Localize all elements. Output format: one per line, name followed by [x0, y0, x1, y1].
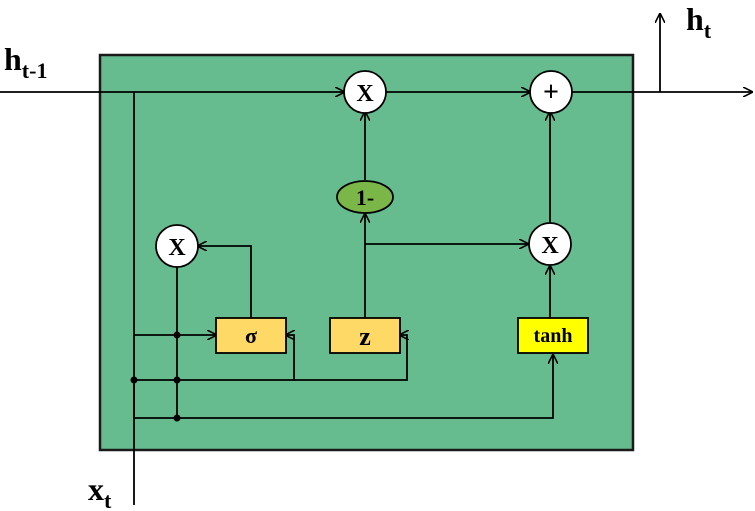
junction-dot [173, 331, 181, 339]
op-one-minus: 1- [336, 180, 394, 214]
h-prev-base: h [4, 41, 22, 77]
sigma-to-mul-left-line [198, 246, 252, 318]
gate-sigma: σ [215, 317, 287, 354]
op-mul-top-label: X [356, 81, 374, 107]
sigma-input-right-line [134, 335, 294, 381]
h-prev-sub: t-1 [22, 58, 48, 83]
h-prev-label: ht-1 [4, 41, 47, 83]
op-mul-right: X [528, 222, 572, 266]
h-output-label: ht [686, 1, 712, 43]
junction-dot [130, 376, 138, 384]
x-input-sub: t [104, 488, 112, 511]
gate-sigma-label: σ [245, 323, 257, 348]
op-add-top: + [529, 70, 573, 114]
h-output-base: h [686, 1, 704, 37]
gate-z: z [329, 317, 401, 354]
junction-dot [173, 414, 181, 422]
op-mul-left-label: X [168, 235, 186, 261]
op-mul-left: X [155, 224, 199, 268]
op-mul-top: X [343, 70, 387, 114]
op-add-top-label: + [543, 77, 559, 108]
tanh-input-line [134, 355, 553, 419]
junction-dot [173, 376, 181, 384]
z-input-right-line [294, 335, 407, 381]
junction-dots [130, 331, 181, 422]
x-input-label: xt [88, 471, 112, 511]
op-mul-right-label: X [541, 233, 559, 259]
connection-lines [0, 14, 752, 505]
gate-tanh-label: tanh [534, 325, 573, 347]
gate-tanh: tanh [517, 317, 589, 354]
gate-z-label: z [359, 322, 371, 351]
h-output-sub: t [704, 18, 712, 43]
x-input-base: x [88, 471, 104, 507]
op-one-minus-label: 1- [356, 185, 374, 210]
